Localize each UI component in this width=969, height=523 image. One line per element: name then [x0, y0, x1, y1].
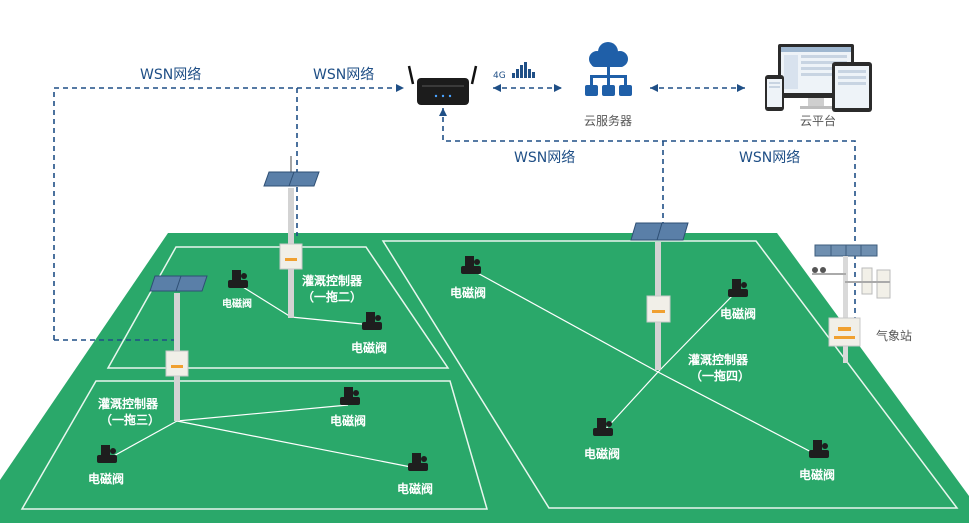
cloud-server-icon	[585, 42, 632, 96]
plot-three-valve	[20, 380, 488, 510]
valve-label: 电磁阀	[799, 467, 835, 482]
signal-bars-icon	[512, 62, 535, 78]
gateway-router-icon	[407, 65, 478, 105]
controller-label: 灌溉控制器	[97, 396, 159, 411]
cloud-platform-devices-icon	[765, 44, 872, 112]
controller-sub-label: （一拖四）	[690, 368, 750, 383]
wsn-label: WSN网络	[140, 67, 201, 83]
valve-wiring	[109, 269, 818, 469]
solenoid-valve-icons	[97, 256, 829, 471]
controller-pole-four	[630, 222, 689, 370]
valve-label: 电磁阀	[351, 340, 387, 355]
controller-label: 灌溉控制器	[687, 352, 749, 367]
weather-station-icon	[812, 244, 891, 363]
wsn-links	[53, 87, 856, 341]
field-ground	[0, 233, 969, 523]
arrow-heads	[396, 84, 745, 116]
controller-sub-label: （一拖三）	[100, 412, 160, 427]
controller-sub-label: （一拖二）	[302, 289, 362, 304]
cloud-server-label: 云服务器	[584, 113, 632, 128]
controller-pole-two	[263, 156, 320, 318]
plot-two-valve	[106, 246, 450, 369]
wsn-label: WSN网络	[313, 67, 374, 83]
valve-label: 电磁阀	[88, 471, 124, 486]
signal-label: 4G	[493, 71, 506, 81]
valve-label: 电磁阀	[397, 481, 433, 496]
wsn-label: WSN网络	[739, 150, 800, 166]
valve-label: 电磁阀	[720, 306, 756, 321]
wsn-label: WSN网络	[514, 150, 575, 166]
weather-station-label: 气象站	[876, 328, 912, 343]
cloud-platform-label: 云平台	[800, 113, 836, 128]
plot-four-valve	[381, 240, 959, 509]
valve-label: 电磁阀	[330, 413, 366, 428]
controller-label: 灌溉控制器	[301, 273, 363, 288]
valve-label: 电磁阀	[450, 285, 486, 300]
valve-label: 电磁阀	[222, 297, 252, 310]
controller-pole-three	[149, 275, 208, 421]
valve-label: 电磁阀	[584, 446, 620, 461]
